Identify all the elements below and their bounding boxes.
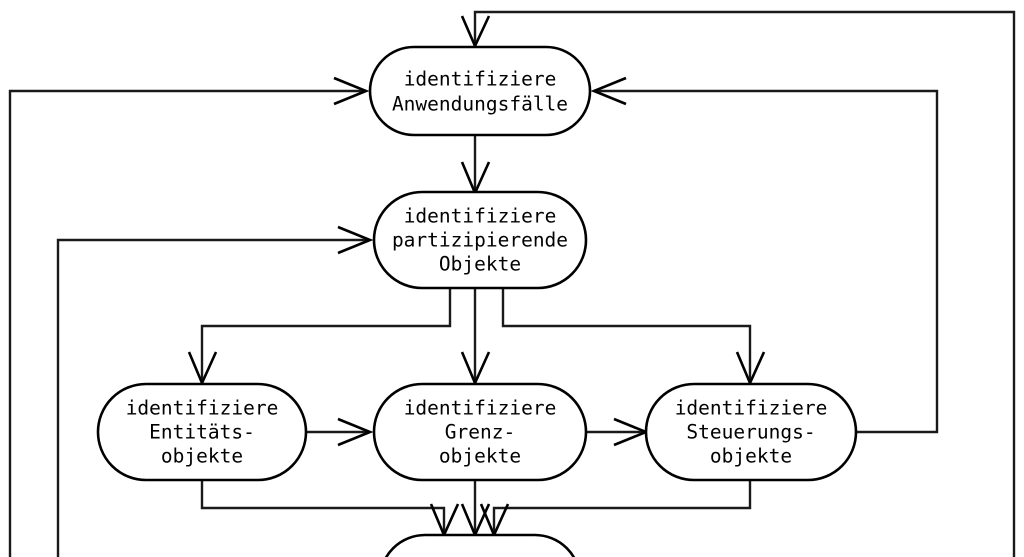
node-shape-steuerungsobjekte	[644, 382, 858, 482]
node-label-entitaets-line3: objekte	[161, 445, 243, 468]
node-label-partizipierende-line2: partizipierende	[392, 229, 568, 252]
edge-left-outer-feedback	[8, 89, 364, 557]
arrowhead-right-into-anwendungsfaelle	[590, 76, 627, 106]
edge-outer-right-rail	[473, 10, 1016, 557]
node-shape-partizipierende	[372, 190, 588, 290]
edge-steuerungs-feedback-right	[596, 89, 939, 434]
node-label-grenz-line2: Grenz-	[445, 421, 515, 444]
edge-left-inner-feedback	[56, 238, 368, 557]
node-label-entitaets-line2: Entitäts-	[149, 421, 255, 444]
edge-partizipierende-entitaets	[200, 288, 452, 382]
node-label-partizipierende-line1: identifiziere	[404, 205, 557, 228]
node-shape-grenzobjekte	[372, 382, 588, 482]
node-label-steuerungs-line1: identifiziere	[675, 397, 828, 420]
arrowhead-into-grenz-left	[337, 417, 374, 447]
node-identifiziere-steuerungsobjekte[interactable]: identifiziere Steuerungs- objekte	[644, 382, 858, 482]
node-label-partizipierende-line3: Objekte	[439, 253, 521, 276]
node-label-anwendungsfaelle-line2: Anwendungsfälle	[392, 93, 568, 116]
node-label-steuerungs-line2: Steuerungs-	[686, 421, 815, 444]
edge-layer	[8, 10, 1016, 557]
arrowhead-left-into-partizipierende	[337, 225, 374, 255]
node-shape-entitaetsobjekte	[96, 382, 308, 482]
node-identifiziere-anwendungsfaelle[interactable]: identifiziere Anwendungsfälle	[368, 45, 592, 137]
edge-steuerungs-bottom	[492, 480, 752, 534]
node-identifiziere-grenzobjekte[interactable]: identifiziere Grenz- objekte	[372, 382, 588, 482]
edge-partizipierende-steuerungs	[501, 288, 752, 382]
node-layer: identifiziere Anwendungsfälle identifizi…	[96, 45, 858, 557]
edge-entitaets-bottom	[200, 480, 446, 534]
node-identifiziere-entitaetsobjekte[interactable]: identifiziere Entitäts- objekte	[96, 382, 308, 482]
arrowhead-left-into-anwendungsfaelle	[333, 76, 370, 106]
node-shape-partial-bottom	[384, 533, 576, 557]
node-label-steuerungs-line3: objekte	[710, 445, 792, 468]
node-label-anwendungsfaelle-line1: identifiziere	[404, 68, 557, 91]
node-label-grenz-line3: objekte	[439, 445, 521, 468]
node-label-entitaets-line1: identifiziere	[126, 397, 279, 420]
node-shape-anwendungsfaelle	[368, 45, 592, 137]
node-identifiziere-partizipierende-objekte[interactable]: identifiziere partizipierende Objekte	[372, 190, 588, 290]
node-partial-bottom[interactable]	[380, 533, 580, 557]
node-label-grenz-line1: identifiziere	[404, 397, 557, 420]
